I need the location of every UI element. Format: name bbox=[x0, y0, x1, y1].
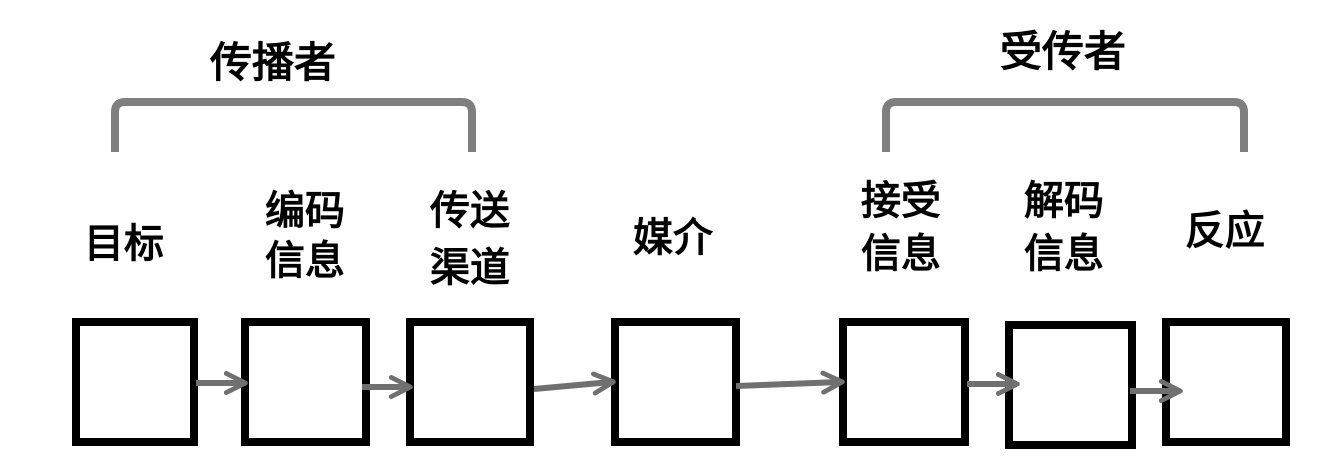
receiver-bracket bbox=[882, 98, 1248, 152]
step-label-response: 反应 bbox=[1185, 207, 1265, 254]
step-box-receive bbox=[839, 318, 969, 446]
step-label-media: 媒介 bbox=[633, 214, 714, 261]
step-label-decode-line1: 解码 bbox=[1024, 177, 1104, 224]
step-label-encode-line1: 编码 bbox=[265, 187, 345, 234]
step-box-channel bbox=[406, 318, 534, 446]
step-box-response bbox=[1162, 318, 1290, 446]
arrow-channel-to-media bbox=[533, 371, 616, 396]
step-box-media bbox=[611, 318, 740, 446]
sender-bracket bbox=[111, 98, 476, 152]
step-box-target bbox=[72, 318, 198, 446]
step-label-target: 目标 bbox=[84, 220, 164, 267]
step-label-receive-line1: 接受 bbox=[861, 177, 941, 224]
group-label-receiver: 受传者 bbox=[1000, 27, 1126, 76]
step-box-decode bbox=[1005, 321, 1136, 449]
group-label-sender: 传播者 bbox=[209, 38, 336, 87]
arrow-media-to-receive bbox=[735, 370, 845, 395]
step-label-encode-line2: 信息 bbox=[265, 237, 345, 284]
step-label-decode-line2: 信息 bbox=[1024, 230, 1104, 277]
step-box-encode bbox=[241, 318, 370, 446]
step-label-channel-line2: 渠道 bbox=[430, 244, 510, 291]
step-label-channel-line1: 传送 bbox=[429, 187, 510, 234]
step-label-receive-line2: 信息 bbox=[861, 230, 941, 277]
